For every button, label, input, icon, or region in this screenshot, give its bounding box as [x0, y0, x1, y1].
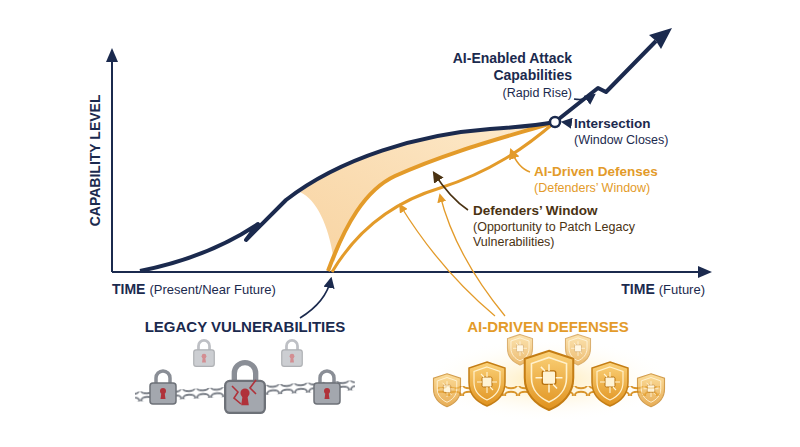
region-note: (Opportunity to Patch Legacy Vulnerabili…	[473, 220, 651, 250]
axis-title: TIME	[112, 281, 145, 298]
broken-locks	[135, 340, 355, 413]
section-label: LEGACY VULNERABILITIES	[145, 318, 346, 336]
region-label: Defenders’ Window	[473, 203, 597, 219]
point-label: Intersection	[574, 116, 651, 132]
axis-title: CAPABILITY LEVEL	[88, 94, 105, 226]
axis-note: (Future)	[659, 282, 705, 298]
curve-note: (Rapid Rise)	[503, 86, 572, 101]
axis-title: TIME	[621, 281, 654, 298]
curve-label: AI-Enabled Attack Capabilities	[432, 50, 572, 84]
axis-note: (Present/Near Future)	[149, 282, 275, 298]
curve-label: AI-Driven Defenses	[534, 164, 658, 180]
curve-note: (Defenders’ Window)	[534, 181, 650, 196]
shield-chain	[423, 334, 673, 422]
section-label: AI-DRIVEN DEFENSES	[467, 318, 629, 336]
point-note: (Window Closes)	[574, 133, 668, 148]
